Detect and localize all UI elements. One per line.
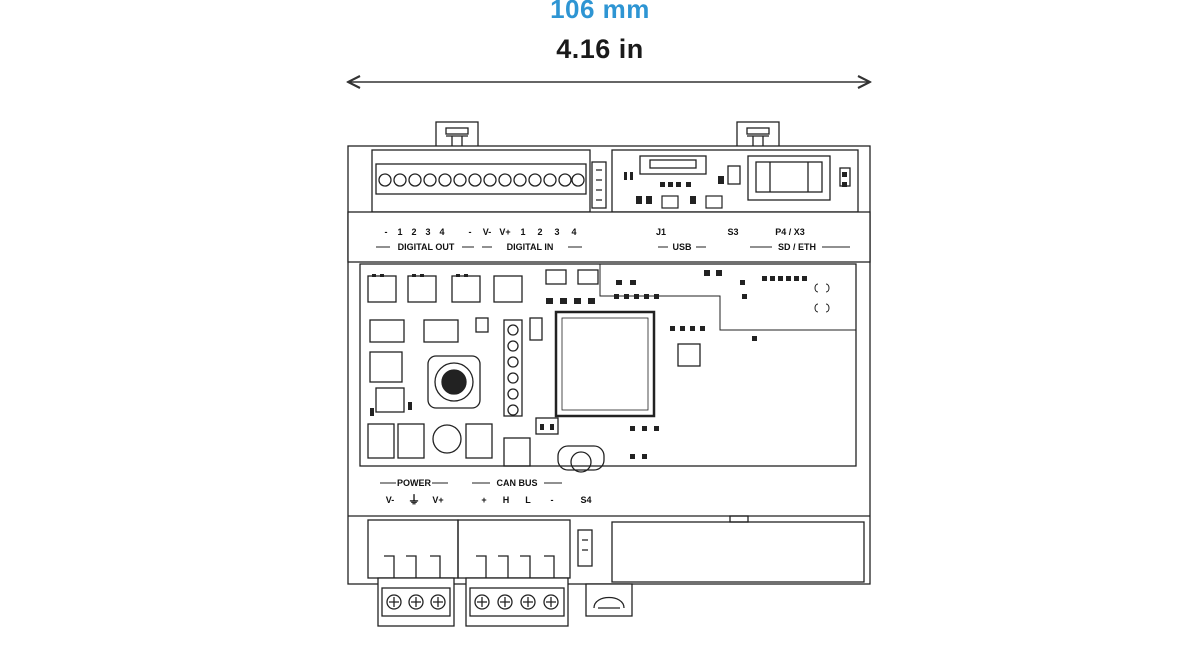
inductor <box>427 355 481 409</box>
eth-connector <box>747 155 831 201</box>
do-pin-4: 4 <box>439 227 444 237</box>
pcb-smd-parts <box>370 270 807 459</box>
dimension-metric-label: 106 mm <box>550 0 650 24</box>
s4-label: S4 <box>580 495 591 505</box>
di-pin-3: 3 <box>554 227 559 237</box>
top-terminal-screws <box>378 173 585 187</box>
digital-out-label: DIGITAL OUT <box>398 242 455 252</box>
p4x3-label: P4 / X3 <box>775 227 805 237</box>
din-clip-bottom <box>585 583 633 617</box>
dimension-imperial-label: 4.16 in <box>556 34 644 64</box>
power-label: POWER <box>397 478 432 488</box>
ic-right <box>677 343 701 367</box>
din-clip-top-right <box>736 121 780 149</box>
sd-eth-label: SD / ETH <box>778 242 816 252</box>
di-pin-minus: - <box>469 227 472 237</box>
do-pin-2: 2 <box>411 227 416 237</box>
digital-in-label: DIGITAL IN <box>507 242 554 252</box>
di-pin-vminus: V- <box>483 227 492 237</box>
can-pin-l: L <box>525 495 531 505</box>
usb-connector <box>639 155 707 175</box>
can-pin-plus: + <box>481 495 486 505</box>
din-clip-top-left <box>435 121 479 149</box>
power-pin-vplus: V+ <box>432 495 443 505</box>
top-label-band <box>347 211 871 263</box>
ic-left-1 <box>369 319 405 343</box>
microcontroller <box>554 310 656 418</box>
top-smd-parts <box>624 172 847 204</box>
di-pin-2: 2 <box>537 227 542 237</box>
di-pin-vplus: V+ <box>499 227 510 237</box>
power-pin-ground: ⏚ <box>408 493 420 507</box>
can-pin-minus: - <box>551 495 554 505</box>
usb-label: USB <box>672 242 692 252</box>
pcb-window <box>359 263 857 467</box>
j1-label: J1 <box>656 227 666 237</box>
di-pin-1: 1 <box>520 227 525 237</box>
ic-left-2 <box>423 319 459 343</box>
power-pin-vminus: V- <box>386 495 395 505</box>
can-pin-h: H <box>503 495 510 505</box>
do-pin-1: 1 <box>397 227 402 237</box>
di-pin-4: 4 <box>571 227 576 237</box>
s3-label: S3 <box>727 227 738 237</box>
do-pin-minus: - <box>385 227 388 237</box>
can-bus-label: CAN BUS <box>496 478 537 488</box>
do-pin-3: 3 <box>425 227 430 237</box>
battery-holder <box>557 445 605 471</box>
